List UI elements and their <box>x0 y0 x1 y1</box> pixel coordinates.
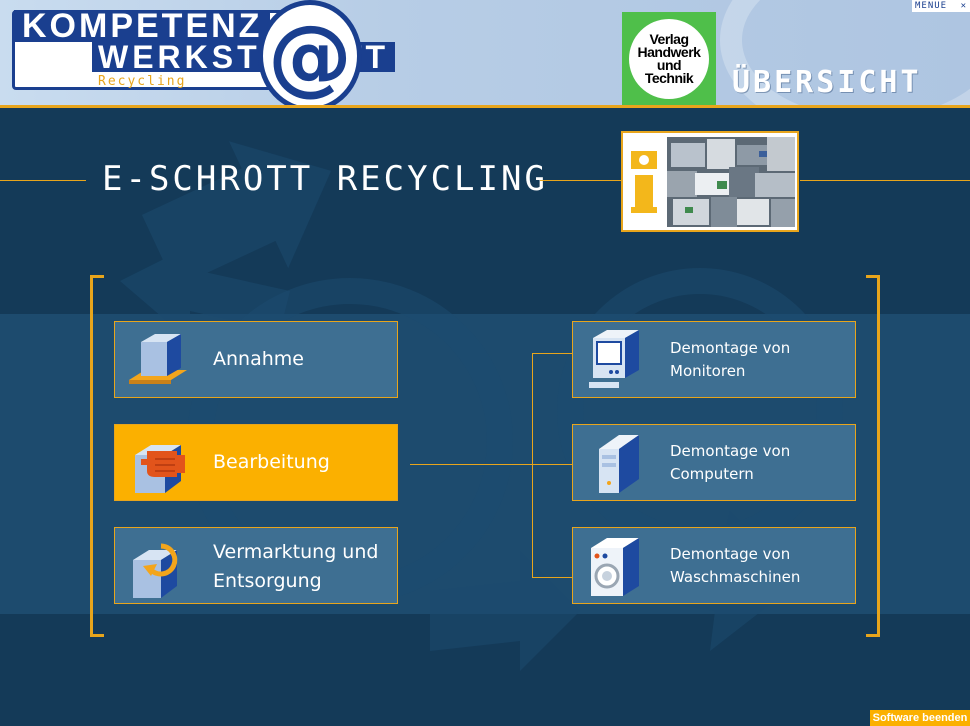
demontage-monitore-line2: Monitoren <box>670 362 746 380</box>
title-line-middle <box>540 180 622 181</box>
logo-line1: KOMPETENZ <box>14 9 271 43</box>
cube-hand-icon <box>135 445 185 493</box>
menu-button[interactable]: MENUE ✕ <box>912 0 970 12</box>
vermarktung-entsorgung-button[interactable]: Vermarktung und Entsorgung <box>114 527 398 604</box>
computer-tower-icon <box>599 435 639 493</box>
monitor-icon <box>589 330 639 388</box>
connector-computers <box>532 464 572 465</box>
header-bar: KOMPETENZ WERKST TT Recycling @ Verlag H… <box>0 0 970 108</box>
close-icon: ✕ <box>960 1 967 11</box>
main-area: E-SCHROTT RECYCLING <box>0 111 970 726</box>
bracket-left <box>90 275 104 637</box>
publisher-logo: Verlag Handwerk und Technik <box>622 12 716 105</box>
cube-recycle-arrow-icon <box>133 543 178 598</box>
demontage-computer-line1: Demontage von <box>670 442 791 460</box>
demontage-waschmaschinen-line2: Waschmaschinen <box>670 568 801 586</box>
publisher-line4: Technik <box>644 70 694 86</box>
cube-on-pallet-icon <box>129 334 187 384</box>
connector-washing-machines <box>532 577 572 578</box>
demontage-computer-button[interactable]: Demontage von Computern <box>572 424 856 501</box>
logo-line2: WERKST <box>92 41 267 73</box>
bracket-right <box>866 275 880 637</box>
logo-at-symbol: @ <box>268 7 352 105</box>
logo-subtitle: Recycling <box>98 74 187 89</box>
washing-machine-icon <box>591 538 639 596</box>
demontage-waschmaschinen-line1: Demontage von <box>670 545 791 563</box>
publisher-line1: Verlag <box>649 31 689 47</box>
logo-at-icon: @ <box>258 0 362 105</box>
publisher-line3: und <box>656 57 682 73</box>
publisher-logo-circle: Verlag Handwerk und Technik <box>629 19 709 99</box>
title-line-left <box>0 180 86 181</box>
e-waste-photo <box>667 137 795 227</box>
connector-horizontal-main <box>410 464 532 465</box>
demontage-waschmaschinen-button[interactable]: Demontage von Waschmaschinen <box>572 527 856 604</box>
title-line-right <box>800 180 970 181</box>
vermarktung-label-line1: Vermarktung und <box>213 541 379 563</box>
annahme-label: Annahme <box>213 348 304 370</box>
demontage-computer-line2: Computern <box>670 465 754 483</box>
section-title: ÜBERSICHT <box>732 65 922 100</box>
quit-software-button[interactable]: Software beenden <box>870 710 970 726</box>
bearbeitung-label: Bearbeitung <box>213 451 330 473</box>
demontage-monitore-line1: Demontage von <box>670 339 791 357</box>
background-arrows-decoration <box>120 141 843 671</box>
vermarktung-label-line2: Entsorgung <box>213 570 322 592</box>
info-icon <box>631 151 657 213</box>
annahme-button[interactable]: Annahme <box>114 321 398 398</box>
kompetenzwerkstatt-logo: KOMPETENZ WERKST TT Recycling @ <box>6 0 406 105</box>
connector-monitors <box>532 353 572 354</box>
publisher-line2: Handwerk <box>637 44 701 60</box>
demontage-monitore-button[interactable]: Demontage von Monitoren <box>572 321 856 398</box>
info-card-button[interactable] <box>621 131 799 232</box>
bearbeitung-button[interactable]: Bearbeitung <box>114 424 398 501</box>
page-title: E-SCHROTT RECYCLING <box>102 159 548 199</box>
quit-software-label: Software beenden <box>872 712 968 724</box>
menu-label: MENUE <box>915 1 948 11</box>
connector-vertical <box>532 353 533 578</box>
